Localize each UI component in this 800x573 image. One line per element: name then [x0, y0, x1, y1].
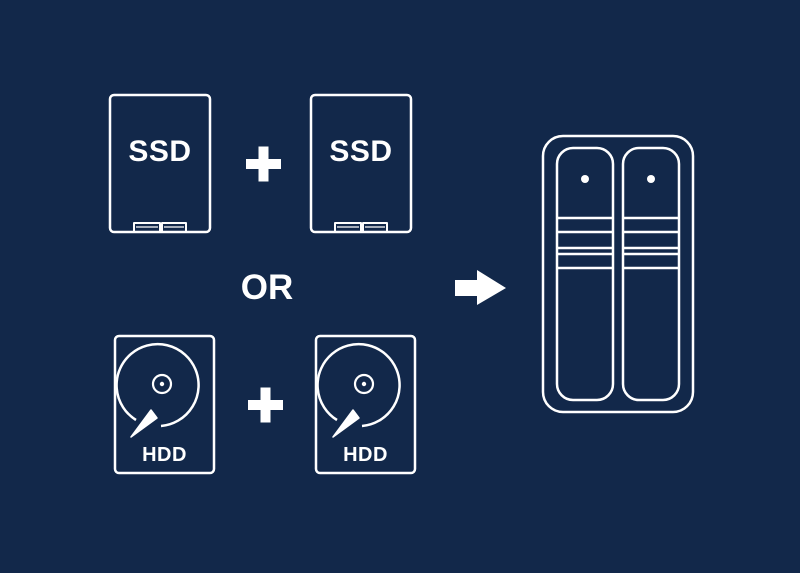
two-bay-nas-icon — [541, 134, 695, 414]
or-separator: OR — [240, 268, 294, 307]
arrow-right-icon — [455, 270, 506, 305]
ssd-left-label: SSD — [128, 135, 192, 168]
hdd-right-icon — [314, 334, 417, 475]
hdd-left-label: HDD — [142, 444, 187, 466]
ssd-right-icon — [309, 93, 413, 234]
ssd-plus-icon — [246, 146, 281, 182]
hdd-right-label: HDD — [343, 444, 388, 466]
ssd-right-label: SSD — [329, 135, 393, 168]
hdd-plus-icon — [248, 387, 283, 423]
hdd-left-icon — [113, 334, 216, 475]
ssd-left-icon — [108, 93, 212, 234]
